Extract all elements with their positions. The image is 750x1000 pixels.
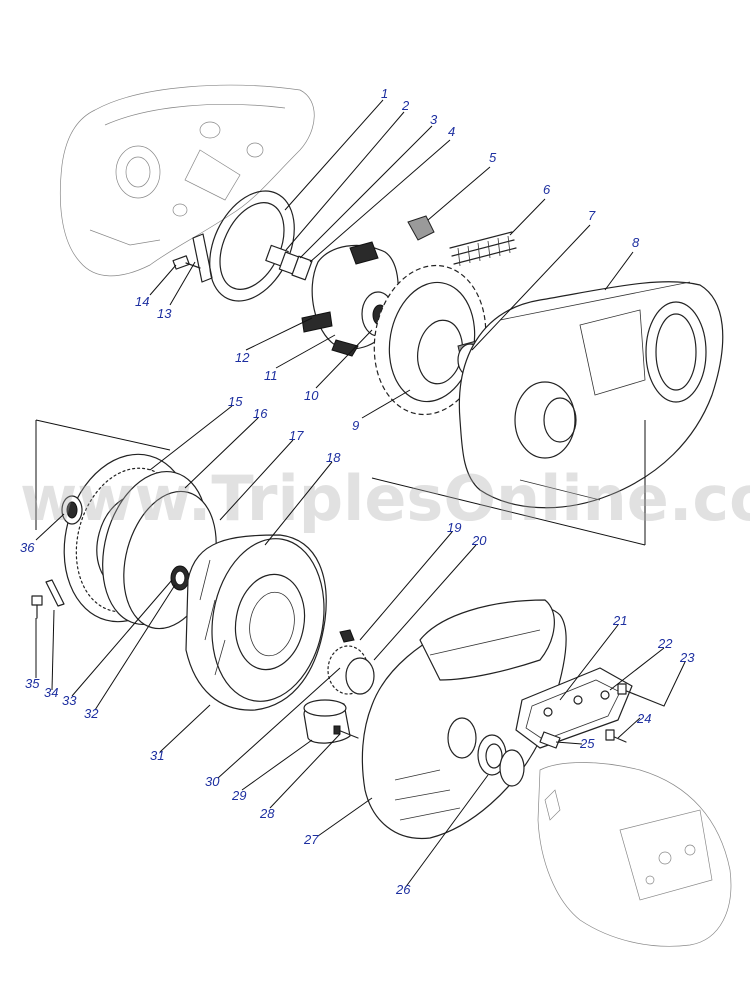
callout-14: 14 (135, 294, 149, 309)
clutch-sprocket (373, 264, 487, 416)
callout-33: 33 (62, 693, 77, 708)
callout-28: 28 (259, 806, 275, 821)
watermark: www.TriplesOnline.com (20, 462, 750, 535)
callout-25: 25 (579, 736, 595, 751)
clutch-drum (185, 534, 327, 711)
primary-chain (449, 231, 517, 267)
callout-30: 30 (205, 774, 220, 789)
callout-27: 27 (303, 832, 319, 847)
callout-17: 17 (289, 428, 304, 443)
adjuster-screw (31, 595, 43, 619)
tab-washer (192, 233, 213, 283)
callout-6: 6 (543, 182, 551, 197)
callout-29: 29 (231, 788, 246, 803)
callout-31: 31 (150, 748, 164, 763)
callout-4: 4 (448, 124, 455, 139)
callout-19: 19 (447, 520, 461, 535)
gasket-ring (209, 190, 295, 302)
callout-34: 34 (44, 685, 58, 700)
callout-32: 32 (84, 706, 99, 721)
callout-8: 8 (632, 235, 640, 250)
callout-5: 5 (489, 150, 497, 165)
clutch-gear (327, 629, 375, 695)
callout-3: 3 (430, 112, 438, 127)
leader-lines (35, 99, 686, 889)
bracket-lines (35, 419, 646, 546)
spacer-sleeve (303, 699, 351, 744)
callout-21: 21 (612, 613, 627, 628)
gearbox-housing (537, 762, 732, 947)
crankcase-left-half (59, 84, 315, 277)
callout-20: 20 (471, 533, 487, 548)
callout-26: 26 (395, 882, 411, 897)
callout-13: 13 (157, 306, 172, 321)
callout-18: 18 (326, 450, 341, 465)
callout-12: 12 (235, 350, 250, 365)
callout-35: 35 (25, 676, 40, 691)
plate-screws (539, 683, 665, 749)
adjuster-lever (45, 579, 65, 607)
callout-7: 7 (588, 208, 596, 223)
outer-primary-cover (361, 599, 567, 840)
callout-23: 23 (679, 650, 695, 665)
callout-9: 9 (352, 418, 359, 433)
callout-15: 15 (228, 394, 243, 409)
callout-2: 2 (401, 98, 410, 113)
callout-16: 16 (253, 406, 268, 421)
screw-small (172, 255, 201, 270)
callout-22: 22 (657, 636, 673, 651)
callout-11: 11 (264, 368, 278, 383)
inspection-plate (515, 667, 633, 749)
shaft-spacers (265, 244, 313, 281)
callout-10: 10 (304, 388, 319, 403)
callout-24: 24 (636, 711, 651, 726)
inner-primary-cover (458, 281, 724, 509)
callout-numbers: 1 2 3 4 5 6 7 8 9 10 11 12 13 14 15 16 1… (20, 86, 695, 897)
thrust-bearing (61, 495, 83, 525)
oil-seal (477, 734, 525, 787)
rubber-block (407, 215, 435, 241)
callout-36: 36 (20, 540, 35, 555)
screw-long (333, 725, 359, 739)
callout-1: 1 (381, 86, 388, 101)
